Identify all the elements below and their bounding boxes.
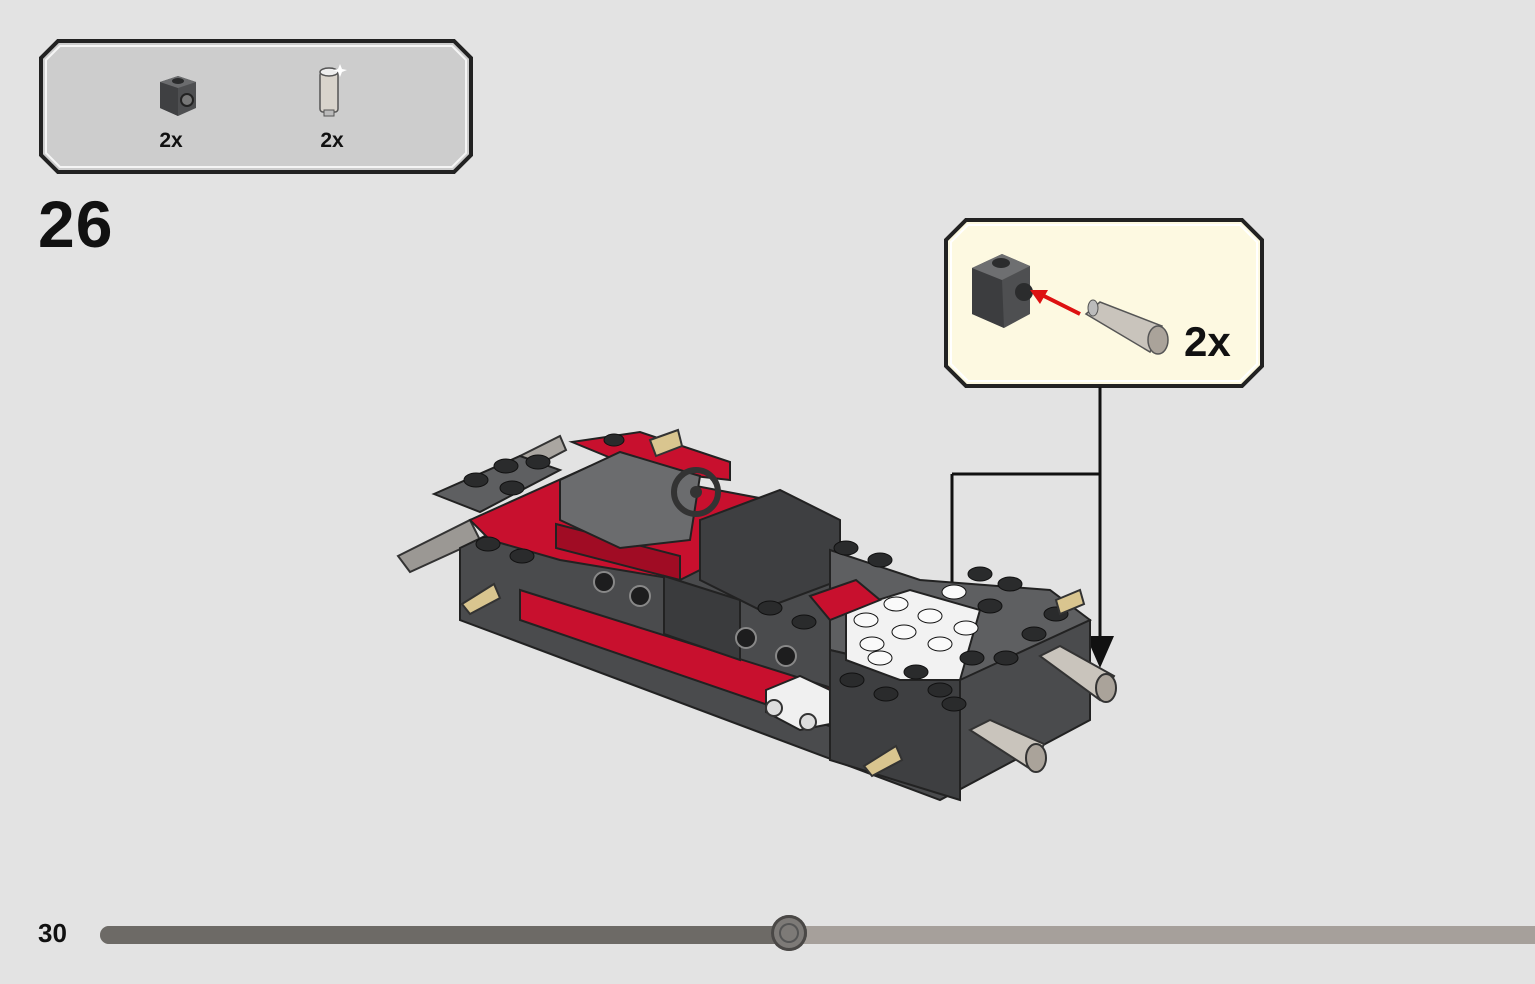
progress-bar-fill xyxy=(100,926,789,944)
insertion-arrow-icon xyxy=(1030,290,1081,316)
progress-knob xyxy=(770,915,807,951)
progress-bar xyxy=(100,926,1535,944)
parts-list-panel: 2x 2x xyxy=(38,38,474,175)
parts-panel-frame xyxy=(39,39,473,174)
pin-connector-icon xyxy=(319,64,347,117)
sub-assembly-callout xyxy=(944,218,1264,388)
page-number: 30 xyxy=(38,918,67,948)
pin-connector-icon xyxy=(1084,299,1169,355)
bracket-brick-icon xyxy=(972,254,1033,328)
arrow-head-icon xyxy=(1086,636,1114,668)
vehicle-model xyxy=(396,428,1117,802)
part-quantity: 2x xyxy=(159,129,183,152)
step-number: 26 xyxy=(38,187,114,261)
bracket-brick-icon xyxy=(160,76,196,116)
part-quantity: 2x xyxy=(320,129,344,152)
callout-quantity: 2x xyxy=(1184,318,1231,365)
